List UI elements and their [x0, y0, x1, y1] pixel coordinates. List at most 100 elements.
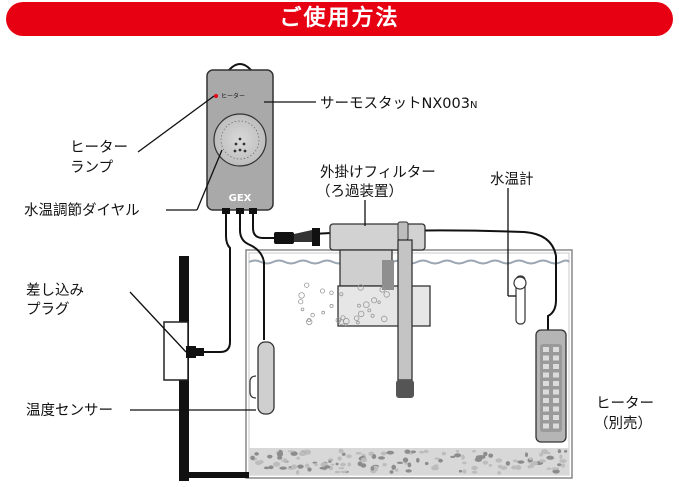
gravel-stone [512, 459, 518, 463]
gravel-stone [404, 449, 411, 454]
hang-on-filter [329, 221, 431, 398]
gravel-stone [495, 458, 503, 463]
gravel-stone [528, 457, 534, 460]
heater-vent [543, 364, 549, 369]
gravel-stone [296, 456, 301, 460]
gravel-stone [263, 466, 270, 470]
air-bubble [298, 299, 304, 305]
gravel-stone [267, 454, 273, 459]
gravel-stone [298, 451, 306, 456]
heater-vent [553, 423, 559, 429]
air-bubble [357, 303, 361, 308]
gravel-stone [539, 452, 544, 457]
gravel-stone [280, 451, 283, 457]
gravel-stone [456, 449, 459, 453]
air-bubble [358, 310, 365, 318]
gravel-stone [515, 465, 522, 470]
gravel-stone [471, 470, 478, 474]
gravel-stone [564, 449, 568, 453]
gravel-stone [330, 463, 335, 466]
gravel-stone [532, 461, 538, 466]
label-thermostat: サーモスタットNX003N [320, 95, 477, 112]
air-bubble [377, 300, 381, 304]
gravel-stone [324, 465, 331, 469]
gravel-stone [441, 451, 446, 456]
gravel-stones [250, 448, 568, 475]
heater-vent [553, 355, 559, 361]
gravel-stone [368, 452, 374, 456]
device-lamp-text: ヒーター [221, 92, 245, 100]
gravel-stone [287, 450, 295, 453]
gravel-stone [258, 460, 264, 464]
gravel-stone [462, 461, 467, 465]
air-bubbles [298, 282, 390, 327]
thermostat-device: ヒーター GEX [206, 63, 274, 214]
gravel-stone [279, 466, 287, 470]
air-bubble [362, 301, 370, 309]
heater-vent [543, 406, 549, 412]
heater-lamp-icon [214, 94, 218, 98]
heater-vent [543, 415, 549, 420]
gravel-stone [290, 451, 298, 456]
heater-vent [553, 381, 559, 386]
gravel-stone [541, 449, 549, 455]
heater-vent [543, 389, 549, 395]
gravel-stone [319, 466, 326, 470]
label-sensor: 温度センサー [26, 402, 113, 419]
air-bubble [329, 290, 334, 295]
gravel-stone [314, 463, 318, 467]
gravel-stone [557, 449, 562, 454]
label-heater-1: ヒーター [596, 395, 654, 412]
heater-vent [543, 381, 549, 386]
plug [186, 346, 204, 358]
gravel-stone [454, 453, 462, 458]
air-bubble [300, 307, 305, 312]
title-banner: ご使用方法 [6, 2, 673, 36]
air-bubble [357, 284, 364, 291]
gravel-stone [334, 470, 340, 474]
air-bubble [383, 291, 390, 298]
gravel-stone [297, 464, 304, 469]
gravel-stone [346, 454, 352, 459]
label-plug-2: プラグ [26, 301, 70, 318]
heater-connector [274, 228, 320, 246]
gravel-stone [382, 463, 387, 467]
dial-knob [233, 137, 247, 153]
gravel-stone [529, 463, 535, 468]
gravel-stone [462, 469, 467, 474]
air-bubble [379, 286, 386, 293]
gravel-stone [338, 448, 344, 454]
gravel-stone [355, 452, 362, 455]
gravel-stone [312, 461, 318, 464]
temperature-sensor [249, 341, 275, 415]
air-bubble [304, 282, 310, 288]
air-bubble [381, 315, 388, 323]
heater-vent [553, 406, 559, 412]
gravel-stone [431, 465, 439, 471]
gravel-stone [419, 450, 425, 454]
air-bubble [370, 313, 375, 318]
gravel-stone [378, 456, 385, 460]
air-bubble [367, 308, 372, 313]
heater-vent [553, 398, 559, 403]
gravel-stone [328, 460, 332, 463]
thermometer-device [513, 275, 527, 325]
gravel-stone [307, 467, 312, 472]
power-outlet [163, 321, 189, 381]
label-filter-1: 外掛けフィルター [320, 164, 436, 181]
label-thermometer: 水温計 [490, 171, 534, 188]
gravel-stone [472, 450, 477, 453]
gravel-stone [497, 471, 502, 475]
air-bubble [298, 292, 305, 299]
gravel-stone [475, 455, 484, 459]
air-bubble [344, 322, 348, 327]
gravel-stone [559, 454, 563, 460]
air-bubble [371, 297, 378, 304]
gravel-stone [505, 461, 511, 466]
label-heater-lamp-2: ランプ [70, 159, 114, 176]
label-filter-2: （ろ過装置） [316, 183, 403, 200]
gravel-stone [411, 450, 416, 454]
gravel-stone [458, 469, 463, 473]
air-bubble [306, 318, 313, 325]
air-bubble [307, 317, 312, 322]
